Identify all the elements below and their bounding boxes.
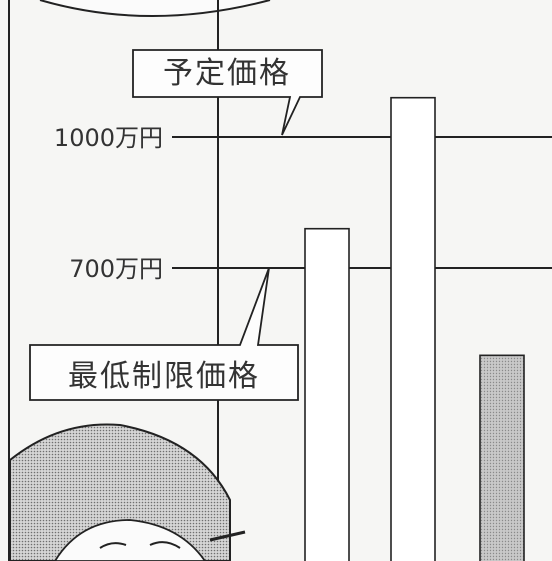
speech-bubble-edge <box>39 0 271 17</box>
minimum-price-label: 最低制限価格 <box>68 359 260 394</box>
planned-price-label: 予定価格 <box>163 56 291 91</box>
y-tick-label: 1000万円 <box>54 124 163 152</box>
bar-2 <box>390 96 436 561</box>
planned-price-callout: 予定価格 <box>132 49 323 136</box>
character-illustration <box>9 423 246 561</box>
bar-3 <box>479 354 525 561</box>
bar-1 <box>304 227 350 561</box>
minimum-price-callout: 最低制限価格 <box>29 267 299 401</box>
y-tick-label: 700万円 <box>69 255 163 283</box>
